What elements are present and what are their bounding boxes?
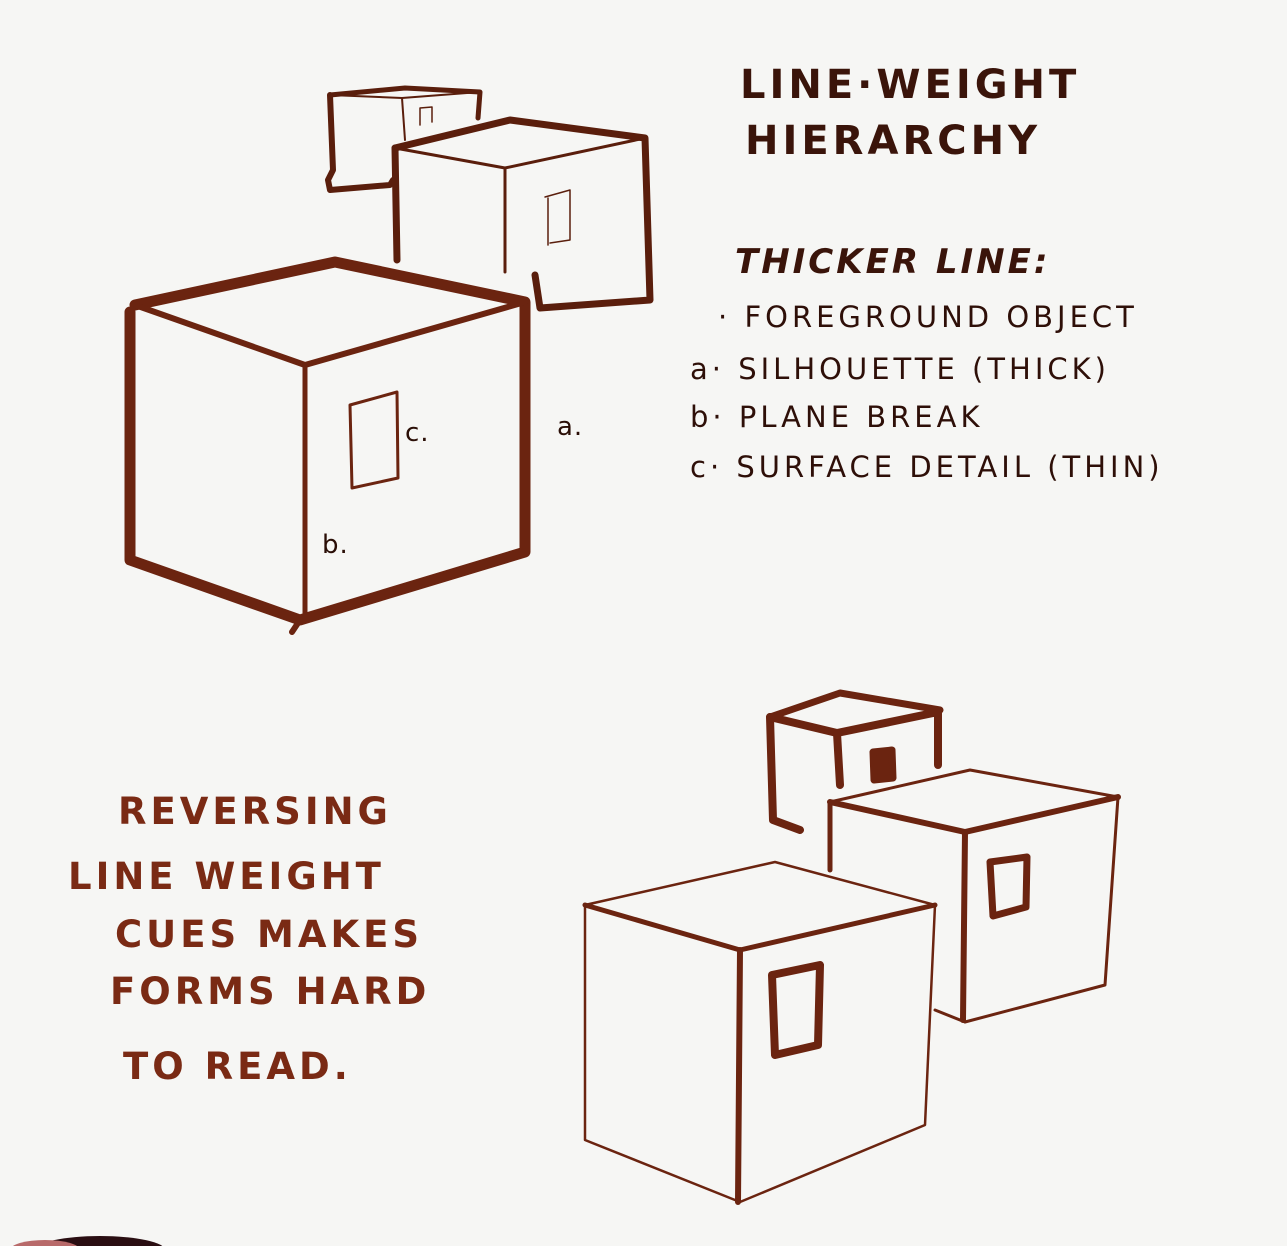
label-c: c. [405, 418, 430, 448]
top-back-cube [325, 85, 483, 193]
legend-item: b· PLANE BREAK [690, 400, 983, 434]
legend-marker: a· [690, 352, 725, 386]
legend-item: · FOREGROUND OBJECT [718, 300, 1138, 334]
bottom-front-cube [582, 860, 938, 1205]
legend-text: FOREGROUND OBJECT [744, 300, 1138, 334]
corner-object [12, 1236, 163, 1246]
legend-text: PLANE BREAK [738, 400, 984, 434]
legend-text: SURFACE DETAIL (THIN) [736, 450, 1164, 484]
top-figure [124, 85, 654, 635]
note-line-3: CUES MAKES [115, 913, 424, 956]
bottom-figure [582, 689, 1121, 1205]
heading-line-1: LINE·WEIGHT [740, 62, 1081, 108]
label-a: a. [557, 412, 584, 442]
top-middle-cube [391, 116, 654, 312]
legend-item: c· SURFACE DETAIL (THIN) [690, 450, 1164, 484]
label-b: b. [322, 530, 349, 560]
note-line-1: REVERSING [118, 790, 392, 833]
note-line-4: FORMS HARD [110, 970, 431, 1013]
legend-title: THICKER LINE: [735, 242, 1051, 282]
heading-line-2: HIERARCHY [745, 118, 1042, 164]
bottom-back-cube [766, 689, 944, 834]
legend-text: SILHOUETTE (THICK) [738, 352, 1110, 386]
bottom-middle-cube [827, 768, 1121, 1024]
legend-marker: b· [690, 400, 726, 434]
top-front-cube [124, 256, 531, 635]
note-line-2: LINE WEIGHT [68, 855, 385, 898]
legend-item: a· SILHOUETTE (THICK) [690, 352, 1110, 386]
legend-marker: c· [690, 450, 724, 484]
legend-marker: · [718, 300, 732, 334]
note-line-5: TO READ. [123, 1045, 352, 1088]
